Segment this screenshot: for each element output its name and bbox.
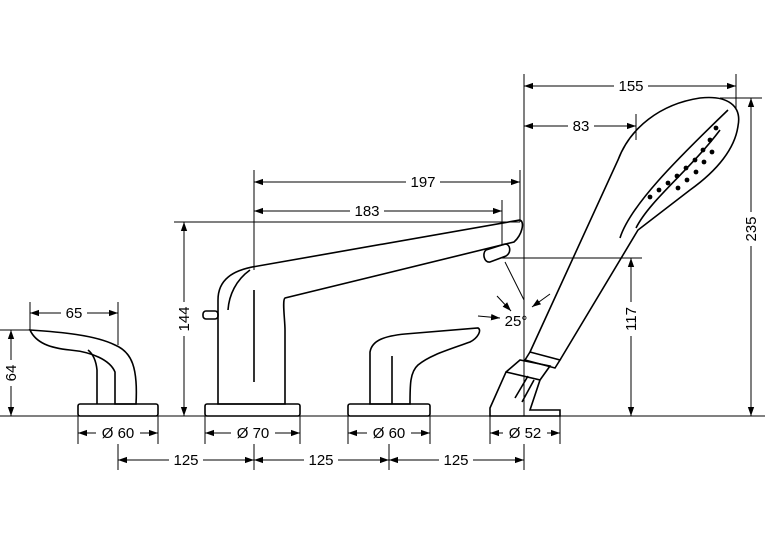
dimension-83: 83 xyxy=(524,114,637,140)
hand-shower xyxy=(489,96,740,417)
left-valve-handle xyxy=(28,329,159,417)
dim-label-125-c: 125 xyxy=(443,452,468,469)
dim-label-155: 155 xyxy=(618,78,643,95)
dimension-183: 183 xyxy=(254,200,503,245)
dimension-144: 144 xyxy=(174,221,520,416)
bath-spout xyxy=(202,219,524,417)
dim-label-183: 183 xyxy=(354,203,379,220)
dim-label-125-a: 125 xyxy=(173,452,198,469)
dimension-235: 235 xyxy=(720,97,762,416)
dim-label-125-b: 125 xyxy=(308,452,333,469)
dimension-angle-25: 25° xyxy=(477,261,551,330)
dimension-64: 64 xyxy=(0,329,30,416)
dim-label-117: 117 xyxy=(623,307,640,331)
dim-label-83: 83 xyxy=(573,118,590,135)
dim-label-25deg: 25° xyxy=(505,313,528,330)
dim-label-144: 144 xyxy=(176,306,193,331)
dimension-197: 197 xyxy=(253,170,521,270)
dimension-65: 65 xyxy=(29,302,119,345)
dim-label-dia52: Ø 52 xyxy=(509,425,542,442)
dimension-155: 155 xyxy=(523,74,737,416)
dim-label-65: 65 xyxy=(66,305,83,322)
dimension-dia70: Ø 70 xyxy=(204,416,301,444)
dim-label-dia60-right: Ø 60 xyxy=(373,425,406,442)
dimension-dia60-right: Ø 60 xyxy=(347,416,431,444)
dim-label-197: 197 xyxy=(410,174,435,191)
dim-label-dia60-left: Ø 60 xyxy=(102,425,135,442)
dim-label-64: 64 xyxy=(3,365,20,382)
dimension-dia52: Ø 52 xyxy=(489,416,561,444)
dimension-117: 117 xyxy=(500,257,642,416)
dim-label-dia70: Ø 70 xyxy=(237,425,270,442)
dimension-125-spacing: 125 125 125 xyxy=(117,444,525,470)
dimension-dia60-left: Ø 60 xyxy=(77,416,159,444)
right-valve-handle xyxy=(347,327,481,417)
dim-label-235: 235 xyxy=(743,216,760,241)
